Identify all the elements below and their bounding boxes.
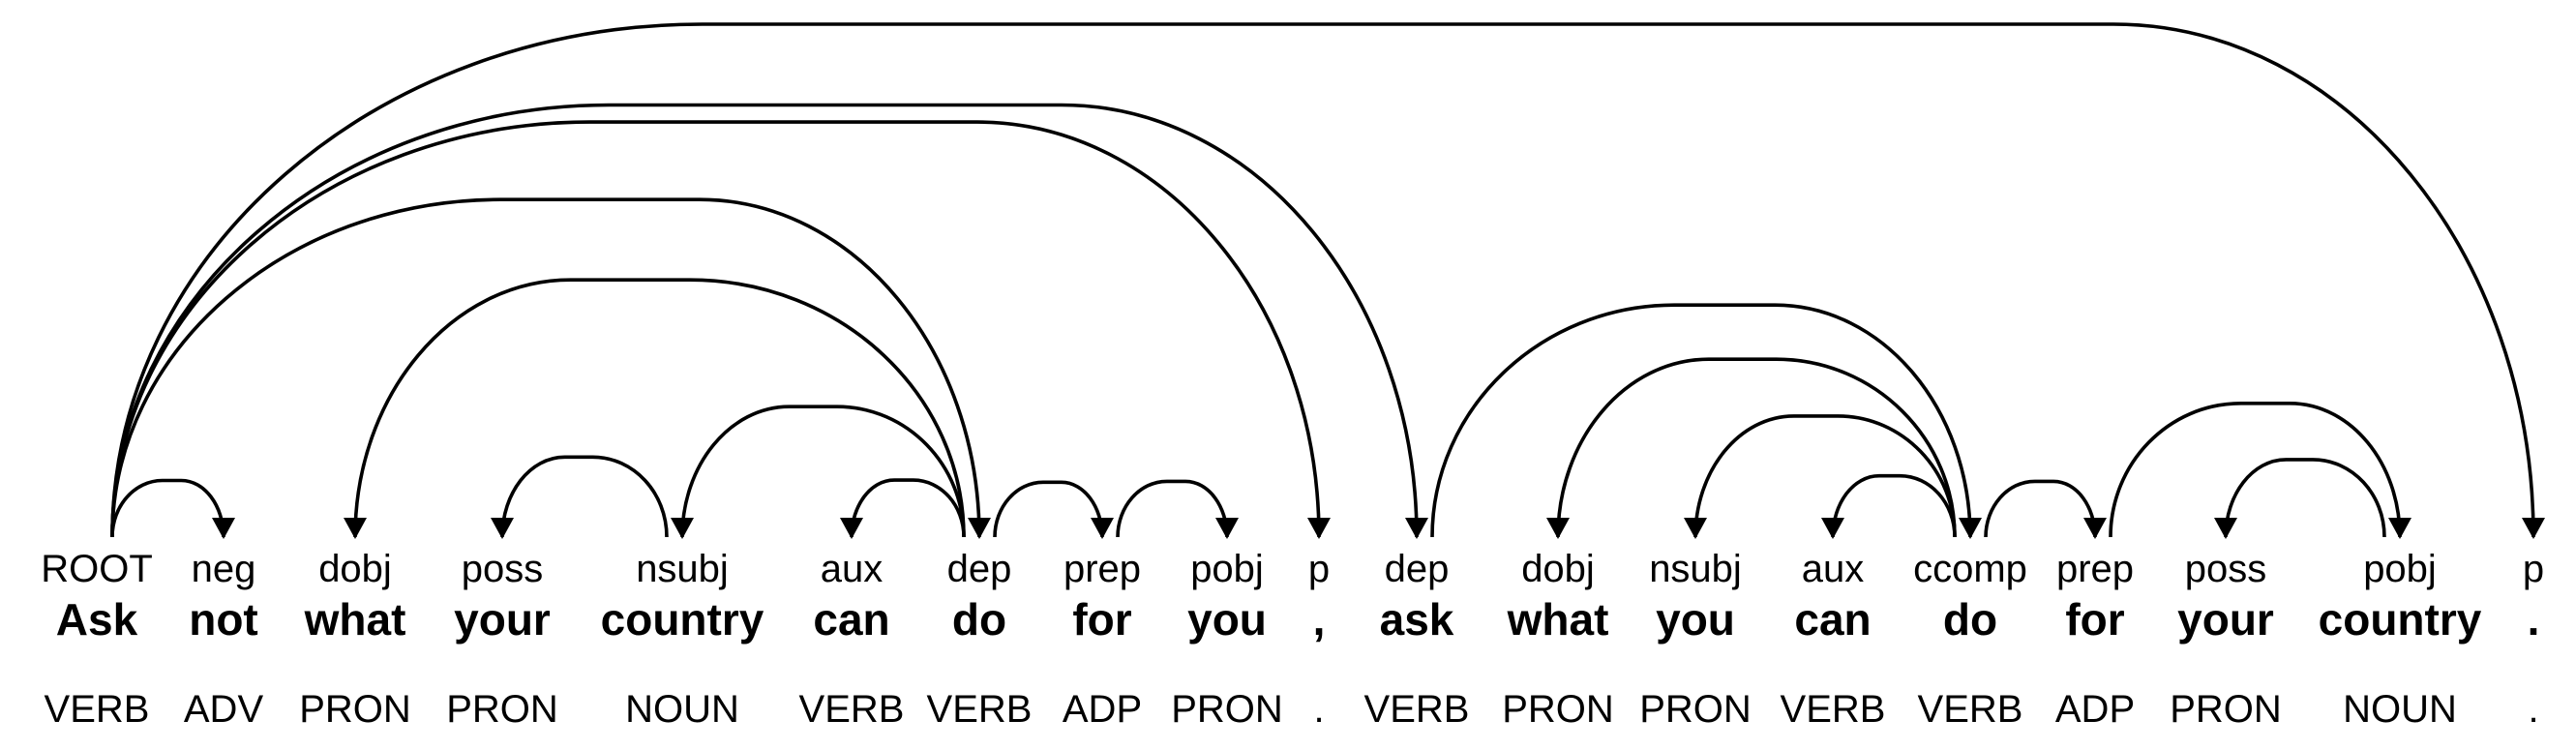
arc-p-9 <box>110 120 1321 538</box>
arc-dep-6 <box>110 197 981 538</box>
pos-12: PRON <box>1639 688 1752 731</box>
arc-nsubj-12 <box>1693 414 1957 538</box>
word-4: country <box>600 594 764 645</box>
pos-0: VERB <box>44 688 150 731</box>
pos-2: PRON <box>299 688 411 731</box>
arc-dobj-11 <box>1556 357 1957 538</box>
dep-label-0: ROOT <box>41 548 153 590</box>
pos-6: VERB <box>926 688 1033 731</box>
word-1: not <box>189 594 258 645</box>
pos-15: ADP <box>2054 688 2136 731</box>
dep-label-6: dep <box>946 548 1012 590</box>
word-16: your <box>2177 594 2274 645</box>
arrow-head-dobj-2 <box>344 518 367 539</box>
pos-11: PRON <box>1502 688 1614 731</box>
arc-prep-7 <box>993 480 1104 538</box>
arrow-head-dobj-11 <box>1546 518 1570 539</box>
arrow-head-aux-13 <box>1821 518 1844 539</box>
arrow-head-prep-15 <box>2083 518 2107 539</box>
pos-13: VERB <box>1780 688 1886 731</box>
arrow-head-p-18 <box>2522 518 2545 539</box>
dep-label-10: dep <box>1384 548 1450 590</box>
word-15: for <box>2065 594 2125 645</box>
word-14: do <box>1942 594 1998 645</box>
pos-4: NOUN <box>625 688 739 731</box>
arc-aux-13 <box>1831 473 1957 538</box>
arc-pobj-8 <box>1116 479 1229 538</box>
pos-9: . <box>1313 688 1325 731</box>
pos-16: PRON <box>2170 688 2282 731</box>
dep-label-13: aux <box>1801 548 1865 590</box>
word-11: what <box>1507 594 1609 645</box>
arrow-head-aux-5 <box>840 518 863 539</box>
pos-18: . <box>2528 688 2539 731</box>
pos-7: ADP <box>1062 688 1143 731</box>
pos-5: VERB <box>798 688 905 731</box>
word-6: do <box>951 594 1007 645</box>
word-2: what <box>304 594 406 645</box>
pos-8: PRON <box>1171 688 1283 731</box>
word-13: can <box>1794 594 1872 645</box>
arrow-head-nsubj-4 <box>671 518 694 539</box>
dep-label-15: prep <box>2055 548 2135 590</box>
dep-label-11: dobj <box>1521 548 1595 590</box>
arrow-head-prep-7 <box>1091 518 1114 539</box>
pos-1: ADV <box>183 688 264 731</box>
dep-label-1: neg <box>191 548 256 590</box>
dep-label-17: pobj <box>2363 548 2437 590</box>
word-17: country <box>2318 594 2482 645</box>
arc-prep-15 <box>1984 479 2097 538</box>
arc-poss-3 <box>500 455 669 538</box>
pos-3: PRON <box>446 688 558 731</box>
word-10: ask <box>1379 594 1454 645</box>
arc-neg-1 <box>110 478 225 538</box>
dep-label-7: prep <box>1063 548 1142 590</box>
arrow-head-poss-16 <box>2214 518 2237 539</box>
arc-aux-5 <box>850 478 966 538</box>
arrow-head-p-9 <box>1307 518 1331 539</box>
dep-label-3: poss <box>461 548 544 590</box>
word-7: for <box>1072 594 1132 645</box>
dep-label-18: p <box>2522 548 2545 590</box>
dep-label-2: dobj <box>318 548 392 590</box>
dep-label-9: p <box>1307 548 1331 590</box>
arrow-head-nsubj-12 <box>1684 518 1707 539</box>
pos-10: VERB <box>1363 688 1470 731</box>
arrow-head-pobj-8 <box>1215 518 1239 539</box>
word-3: your <box>454 594 551 645</box>
arrow-head-poss-3 <box>491 518 514 539</box>
pos-17: NOUN <box>2343 688 2457 731</box>
arc-dep-10 <box>110 103 1419 538</box>
arc-poss-16 <box>2224 458 2386 538</box>
arc-dobj-2 <box>353 278 966 538</box>
word-12: you <box>1656 594 1735 645</box>
arrow-head-ccomp-14 <box>1959 518 1982 539</box>
dep-label-5: aux <box>820 548 884 590</box>
word-0: Ask <box>55 594 138 645</box>
arc-p-18 <box>110 22 2535 538</box>
word-5: can <box>813 594 890 645</box>
arrow-head-neg-1 <box>212 518 235 539</box>
dep-label-8: pobj <box>1190 548 1264 590</box>
arc-ccomp-14 <box>1430 303 1972 538</box>
arrow-head-dep-6 <box>968 518 991 539</box>
dep-label-12: nsubj <box>1649 548 1742 590</box>
word-18: . <box>2527 594 2540 645</box>
arrow-head-pobj-17 <box>2388 518 2411 539</box>
dep-label-4: nsubj <box>636 548 729 590</box>
dep-label-16: poss <box>2184 548 2267 590</box>
arc-pobj-17 <box>2109 402 2402 538</box>
dep-label-14: ccomp <box>1913 548 2027 590</box>
arc-nsubj-4 <box>680 405 966 538</box>
arrow-head-dep-10 <box>1405 518 1428 539</box>
word-8: you <box>1187 594 1267 645</box>
pos-14: VERB <box>1917 688 2023 731</box>
word-9: , <box>1312 594 1326 645</box>
